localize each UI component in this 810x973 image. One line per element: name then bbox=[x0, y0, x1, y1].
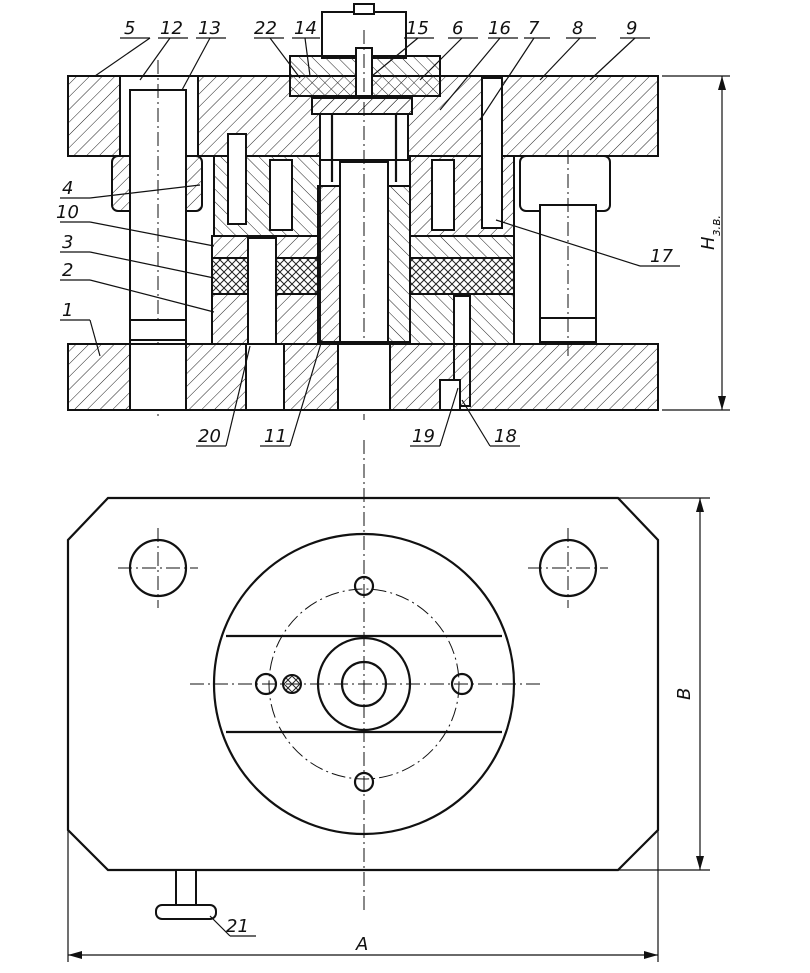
callout-5: 5 bbox=[124, 18, 135, 39]
plan-view: 21 B A bbox=[66, 440, 710, 962]
callout-12: 12 bbox=[160, 18, 183, 39]
callout-leaders-top bbox=[60, 37, 680, 447]
callout-22: 22 bbox=[254, 18, 277, 39]
center-punch-inner bbox=[340, 660, 388, 708]
callout-4: 4 bbox=[62, 178, 73, 199]
right-guide-post bbox=[519, 150, 611, 360]
callout-17: 17 bbox=[650, 246, 673, 267]
height-dim-subscript: з.в. bbox=[709, 215, 723, 236]
center-punch bbox=[317, 30, 411, 420]
callout-8: 8 bbox=[572, 18, 583, 39]
pin-hole-left bbox=[254, 672, 278, 696]
callout-9: 9 bbox=[626, 18, 637, 39]
pin-hole-right bbox=[450, 672, 474, 696]
callout-15: 15 bbox=[406, 18, 429, 39]
width-dimension: A bbox=[67, 830, 659, 962]
lower-plate bbox=[67, 343, 659, 411]
depth-dimension: B bbox=[618, 497, 710, 871]
callout-labels: 5 12 13 22 14 15 6 16 7 8 9 4 10 3 2 1 1… bbox=[56, 18, 673, 447]
depth-dim-label: B bbox=[674, 688, 695, 700]
backing-plate bbox=[311, 97, 413, 115]
callout-16: 16 bbox=[488, 18, 511, 39]
callout-7: 7 bbox=[528, 18, 540, 39]
callout-21: 21 bbox=[226, 916, 249, 937]
callout-18: 18 bbox=[494, 426, 517, 447]
callout-14: 14 bbox=[294, 18, 317, 39]
callout-1: 1 bbox=[62, 300, 73, 321]
screw-hole-bottom bbox=[353, 771, 375, 793]
callout-11: 11 bbox=[264, 426, 287, 447]
callout-10: 10 bbox=[56, 202, 79, 223]
height-dimension: H з.в. bbox=[662, 75, 730, 411]
screw-hole-top bbox=[353, 575, 375, 597]
callout-3: 3 bbox=[62, 232, 73, 253]
section-view: H з.в. bbox=[67, 3, 730, 420]
width-dim-label: A bbox=[355, 934, 368, 955]
callout-19: 19 bbox=[412, 426, 435, 447]
callout-6: 6 bbox=[452, 18, 463, 39]
callout-20: 20 bbox=[198, 426, 221, 447]
die-left bbox=[211, 133, 321, 347]
callout-13: 13 bbox=[198, 18, 221, 39]
foot-21: 21 bbox=[155, 869, 256, 937]
height-dim-label: H bbox=[698, 236, 719, 250]
center-punch-outer bbox=[316, 636, 412, 732]
callout-2: 2 bbox=[62, 260, 73, 281]
screw-hole-left bbox=[282, 674, 302, 694]
